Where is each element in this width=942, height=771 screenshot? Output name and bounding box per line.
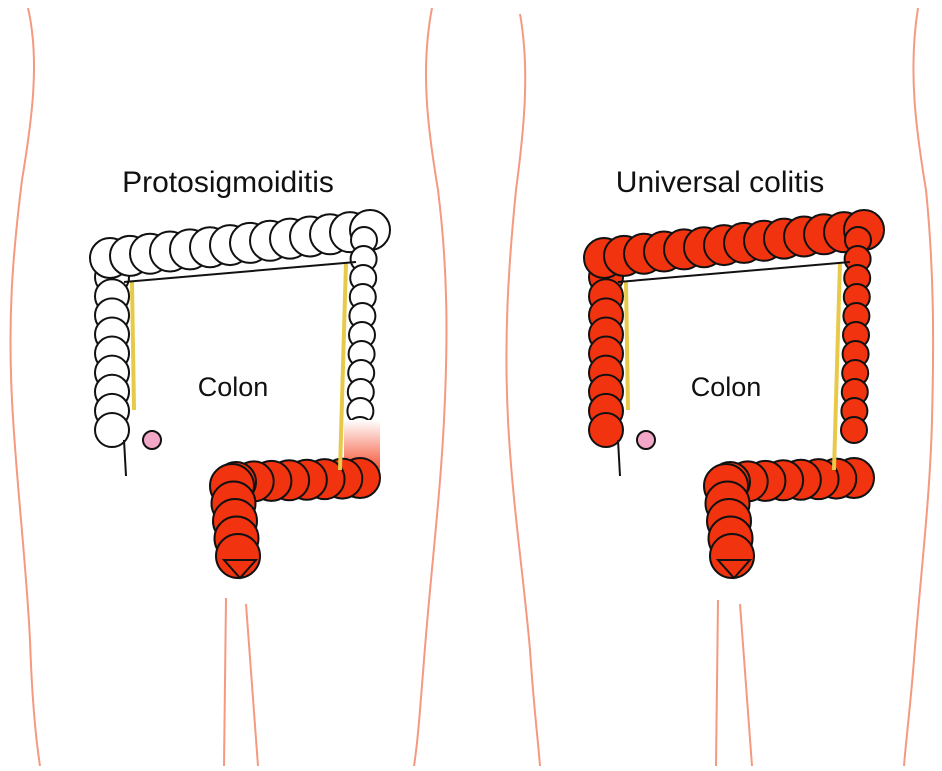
body-outline-line [10,8,40,766]
colon-label-left: Colon [198,372,269,403]
appendix-opening [143,431,161,449]
body-outline-line [740,604,752,766]
appendix [618,440,620,476]
body-outline-line [904,8,933,766]
appendix [124,440,126,476]
colon-label-right: Colon [691,372,762,403]
appendix-opening [637,431,655,449]
body-outline-line [246,604,258,766]
panel-title-right: Universal colitis [616,166,824,200]
panel-title-left: Protosigmoiditis [122,166,334,200]
body-outline-line [224,598,226,766]
body-outlines [10,8,933,766]
descending-colon-segment [841,417,867,443]
mesentery-line [626,282,628,410]
body-outline-line [414,8,446,766]
body-outline-line [506,14,540,766]
mesentery-line [132,282,134,410]
mesentery-line [834,262,840,470]
body-outline-line [716,600,718,766]
